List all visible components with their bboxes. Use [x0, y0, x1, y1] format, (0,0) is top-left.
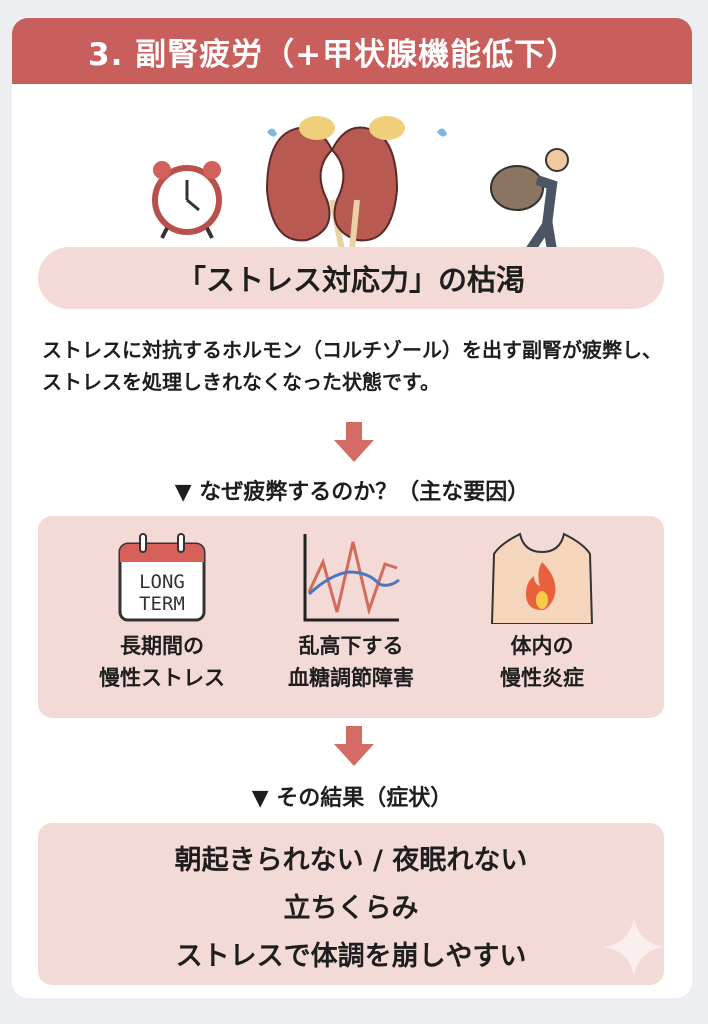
results-heading: ▼ その結果（症状）: [251, 786, 453, 811]
cause-label: 血糖調節障害: [288, 666, 414, 690]
cause-label: 長期間の: [120, 634, 204, 658]
blood-sugar-chart-icon: [303, 534, 400, 622]
illustration-row: [152, 116, 569, 258]
alarm-clock-icon: [152, 161, 222, 239]
cause-label: 慢性炎症: [500, 666, 584, 690]
down-arrow-icon: [334, 726, 374, 766]
cause-label: 体内の: [510, 634, 574, 658]
cause-label: 慢性ストレス: [99, 666, 225, 690]
symptom-item: ストレスで体調を崩しやすい: [175, 941, 527, 972]
page-title: 3. 副腎疲労（+甲状腺機能低下）: [12, 18, 692, 84]
sparkle-icon: [604, 917, 664, 977]
svg-text:TERM: TERM: [139, 593, 185, 615]
cause-item: 乱高下する血糖調節障害: [247, 516, 455, 694]
cause-item: LONG TERM 長期間の慢性ストレス: [58, 516, 266, 694]
symptom-item: 立ちくらみ: [283, 893, 419, 924]
banner: 「ストレス対応力」の枯渇: [38, 247, 664, 309]
person-carrying-sack-icon: [490, 148, 569, 258]
cause-label: 乱高下する: [298, 634, 404, 658]
body-inflammation-icon: [490, 532, 594, 624]
description-text: ストレスに対抗するホルモン（コルチゾール）を出す副腎が疲弊し、ストレスを処理しき…: [42, 338, 662, 394]
calendar-long-term-icon: LONG TERM: [118, 533, 206, 622]
down-arrow-icon: [334, 422, 374, 462]
results-box: 朝起きられない / 夜眠れない 立ちくらみ ストレスで体調を崩しやすい: [38, 823, 664, 985]
svg-text:LONG: LONG: [139, 571, 185, 593]
symptom-item: 朝起きられない / 夜眠れない: [174, 845, 528, 876]
causes-heading: ▼ なぜ疲弊するのか？（主な要因）: [174, 480, 530, 505]
tired-kidney-icon: [265, 116, 447, 251]
causes-box: LONG TERM 長期間の慢性ストレス 乱高下する血糖調節障害 体内の慢性炎症: [38, 516, 664, 718]
cause-item: 体内の慢性炎症: [438, 516, 646, 694]
infographic-card: 3. 副腎疲労（+甲状腺機能低下） 「ストレス対応力」の枯渇 ストレスに対抗す: [12, 18, 692, 998]
